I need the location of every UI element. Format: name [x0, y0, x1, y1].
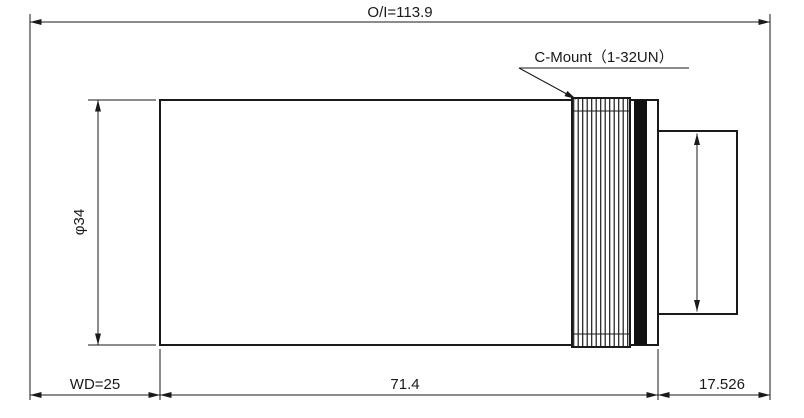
c-mount-leader-line	[518, 67, 577, 100]
black-ring	[634, 100, 647, 345]
body-length-dimension: 71.4	[390, 376, 419, 393]
knurl-ring-outline	[571, 97, 631, 348]
flange-distance-dimension: 17.526	[699, 376, 745, 393]
lens-body	[159, 99, 573, 346]
focus-ring-knurl	[571, 97, 631, 348]
working-distance-dimension: WD=25	[70, 376, 120, 393]
diameter-dimension: φ34	[71, 209, 88, 235]
c-mount-label: C-Mount（1-32UN）	[534, 49, 673, 66]
overall-length-dimension: O/I=113.9	[367, 4, 432, 21]
